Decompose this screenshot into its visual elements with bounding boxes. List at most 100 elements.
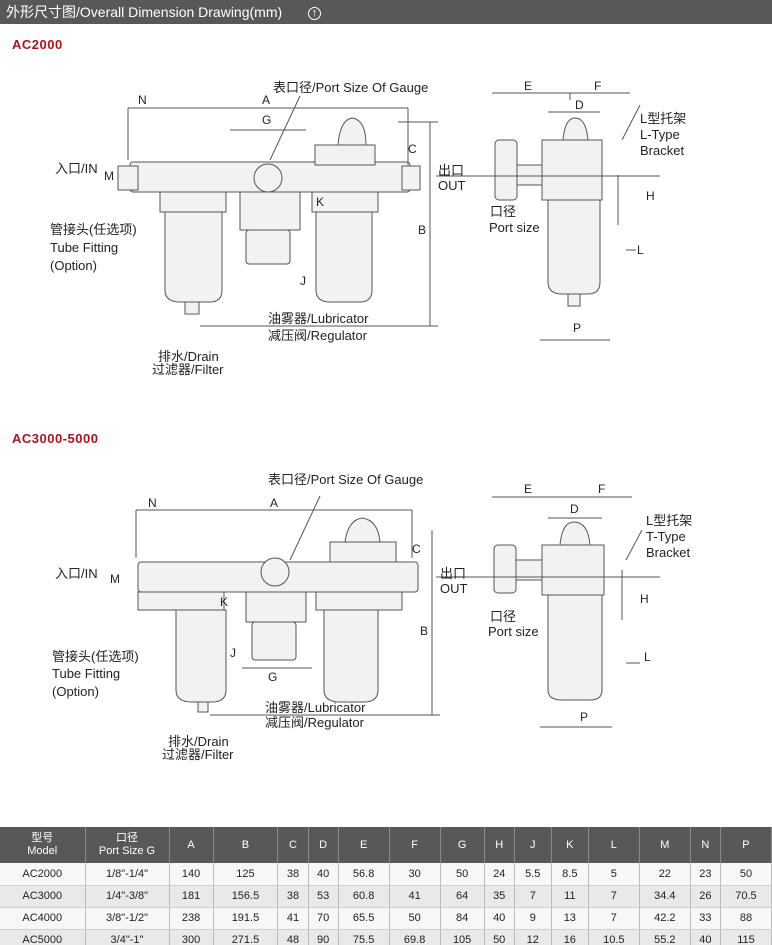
inlet-label-2: 入口/IN (55, 566, 98, 581)
filter-drain-2 (197, 701, 209, 713)
dimension-cell: 38 (277, 885, 309, 908)
header-model-en: Model (27, 845, 58, 857)
dimension-cell: 64 (440, 885, 485, 908)
dim-e-2: E (524, 482, 533, 496)
dimension-cell: 23 (690, 863, 721, 886)
dim-j-2: J (230, 646, 236, 660)
dimension-cell: 8.5 (551, 863, 589, 886)
outlet-label-en-2: OUT (440, 581, 468, 596)
dimension-cell: 238 (169, 907, 214, 930)
model-cell: AC2000 (0, 863, 86, 886)
dimension-cell: 90 (308, 929, 339, 945)
drawing-ac3000-5000 (135, 495, 660, 728)
header-port-en: Port Size G (98, 845, 156, 857)
dim-d-2: D (570, 502, 579, 516)
dimension-cell: 181 (169, 885, 214, 908)
dimension-cell: 40 (690, 929, 721, 945)
header-col: E (338, 827, 390, 863)
tube-fitting-option-2: (Option) (52, 684, 99, 699)
dim-l: L (637, 243, 644, 257)
dim-a: A (262, 93, 271, 107)
inlet-label: 入口/IN (55, 161, 98, 176)
dimension-cell: 65.5 (338, 907, 390, 930)
header-model-cn: 型号 (31, 832, 54, 844)
dim-b-2: B (420, 624, 429, 638)
dimension-cell: 60.8 (338, 885, 390, 908)
port-size-cell: 3/4"-1" (85, 929, 170, 945)
bracket-label-en-2: Bracket (646, 545, 691, 560)
port-size-cell: 1/4"-3/8" (85, 885, 170, 908)
dimension-cell: 125 (213, 863, 279, 886)
filter-label: 过滤器/Filter (152, 362, 224, 377)
dimension-cell: 5 (588, 863, 640, 886)
outlet-label-en: OUT (438, 178, 466, 193)
dim-a-2: A (270, 496, 279, 510)
gauge-port-2 (260, 557, 290, 587)
dim-p-2: P (580, 710, 589, 724)
table-header-row: 型号 Model 口径 Port Size G A B C D E F G H … (0, 827, 772, 863)
header-port-size: 口径 Port Size G (85, 827, 170, 863)
outlet-label-cn: 出口 (438, 163, 465, 178)
lubricator-label: 油雾器/Lubricator (268, 311, 369, 326)
header-col: D (308, 827, 339, 863)
regulator-label: 减压阀/Regulator (268, 328, 367, 343)
dimension-cell: 11 (551, 885, 589, 908)
tube-fitting-label-en-2: Tube Fitting (52, 666, 121, 681)
dimension-cell: 105 (440, 929, 485, 945)
lubricator-label-2: 油雾器/Lubricator (265, 700, 366, 715)
dimension-cell: 70 (308, 907, 339, 930)
header-col: H (484, 827, 515, 863)
tube-fitting-label-en: Tube Fitting (50, 240, 119, 255)
header-col: P (720, 827, 772, 863)
dimension-cell: 40 (484, 907, 515, 930)
filter-drain (184, 301, 200, 315)
dimension-cell: 35 (484, 885, 515, 908)
tube-fitting-label-cn: 管接头(任选项) (50, 222, 137, 237)
drain-label-2: 排水/Drain (168, 734, 229, 749)
header-title: 外形尺寸图/Overall Dimension Drawing(mm) (6, 4, 283, 20)
gauge-port-label-2: 表口径/Port Size Of Gauge (268, 472, 424, 487)
dimension-cell: 34.4 (639, 885, 691, 908)
header-col: B (213, 827, 279, 863)
model-cell: AC3000 (0, 885, 86, 908)
dimension-cell: 38 (277, 863, 309, 886)
dim-m: M (104, 169, 114, 183)
dimension-cell: 12 (514, 929, 552, 945)
dimension-cell: 271.5 (213, 929, 279, 945)
header-port-cn: 口径 (116, 832, 138, 844)
dim-m-2: M (110, 572, 120, 586)
dimension-cell: 16 (551, 929, 589, 945)
dim-f-2: F (598, 482, 606, 496)
dimension-cell: 24 (484, 863, 515, 886)
dim-d: D (575, 98, 584, 112)
dim-g: G (262, 113, 272, 127)
dimension-cell: 88 (720, 907, 772, 930)
header-col: F (389, 827, 441, 863)
dimension-cell: 75.5 (338, 929, 390, 945)
port-size-label-cn-2: 口径 (490, 609, 517, 624)
regulator-body (239, 191, 301, 231)
header-col: L (588, 827, 640, 863)
port-size-label-cn: 口径 (490, 204, 517, 219)
dimension-cell: 9 (514, 907, 552, 930)
outlet-port-block (401, 165, 421, 191)
dimension-cell: 42.2 (639, 907, 691, 930)
dim-e: E (524, 79, 533, 93)
header-col: A (169, 827, 214, 863)
filter-bowl (164, 211, 223, 303)
header-col: C (277, 827, 309, 863)
dimension-cell: 7 (514, 885, 552, 908)
regulator-knob-2 (251, 621, 297, 661)
bracket-label-cn: L型托架 (640, 111, 687, 126)
dimension-cell: 41 (277, 907, 309, 930)
dimension-cell: 40 (308, 863, 339, 886)
header-col: G (440, 827, 485, 863)
dimension-cell: 70.5 (720, 885, 772, 908)
dimension-cell: 33 (690, 907, 721, 930)
dimension-cell: 191.5 (213, 907, 279, 930)
model-cell: AC5000 (0, 929, 86, 945)
tube-fitting-option: (Option) (50, 258, 97, 273)
